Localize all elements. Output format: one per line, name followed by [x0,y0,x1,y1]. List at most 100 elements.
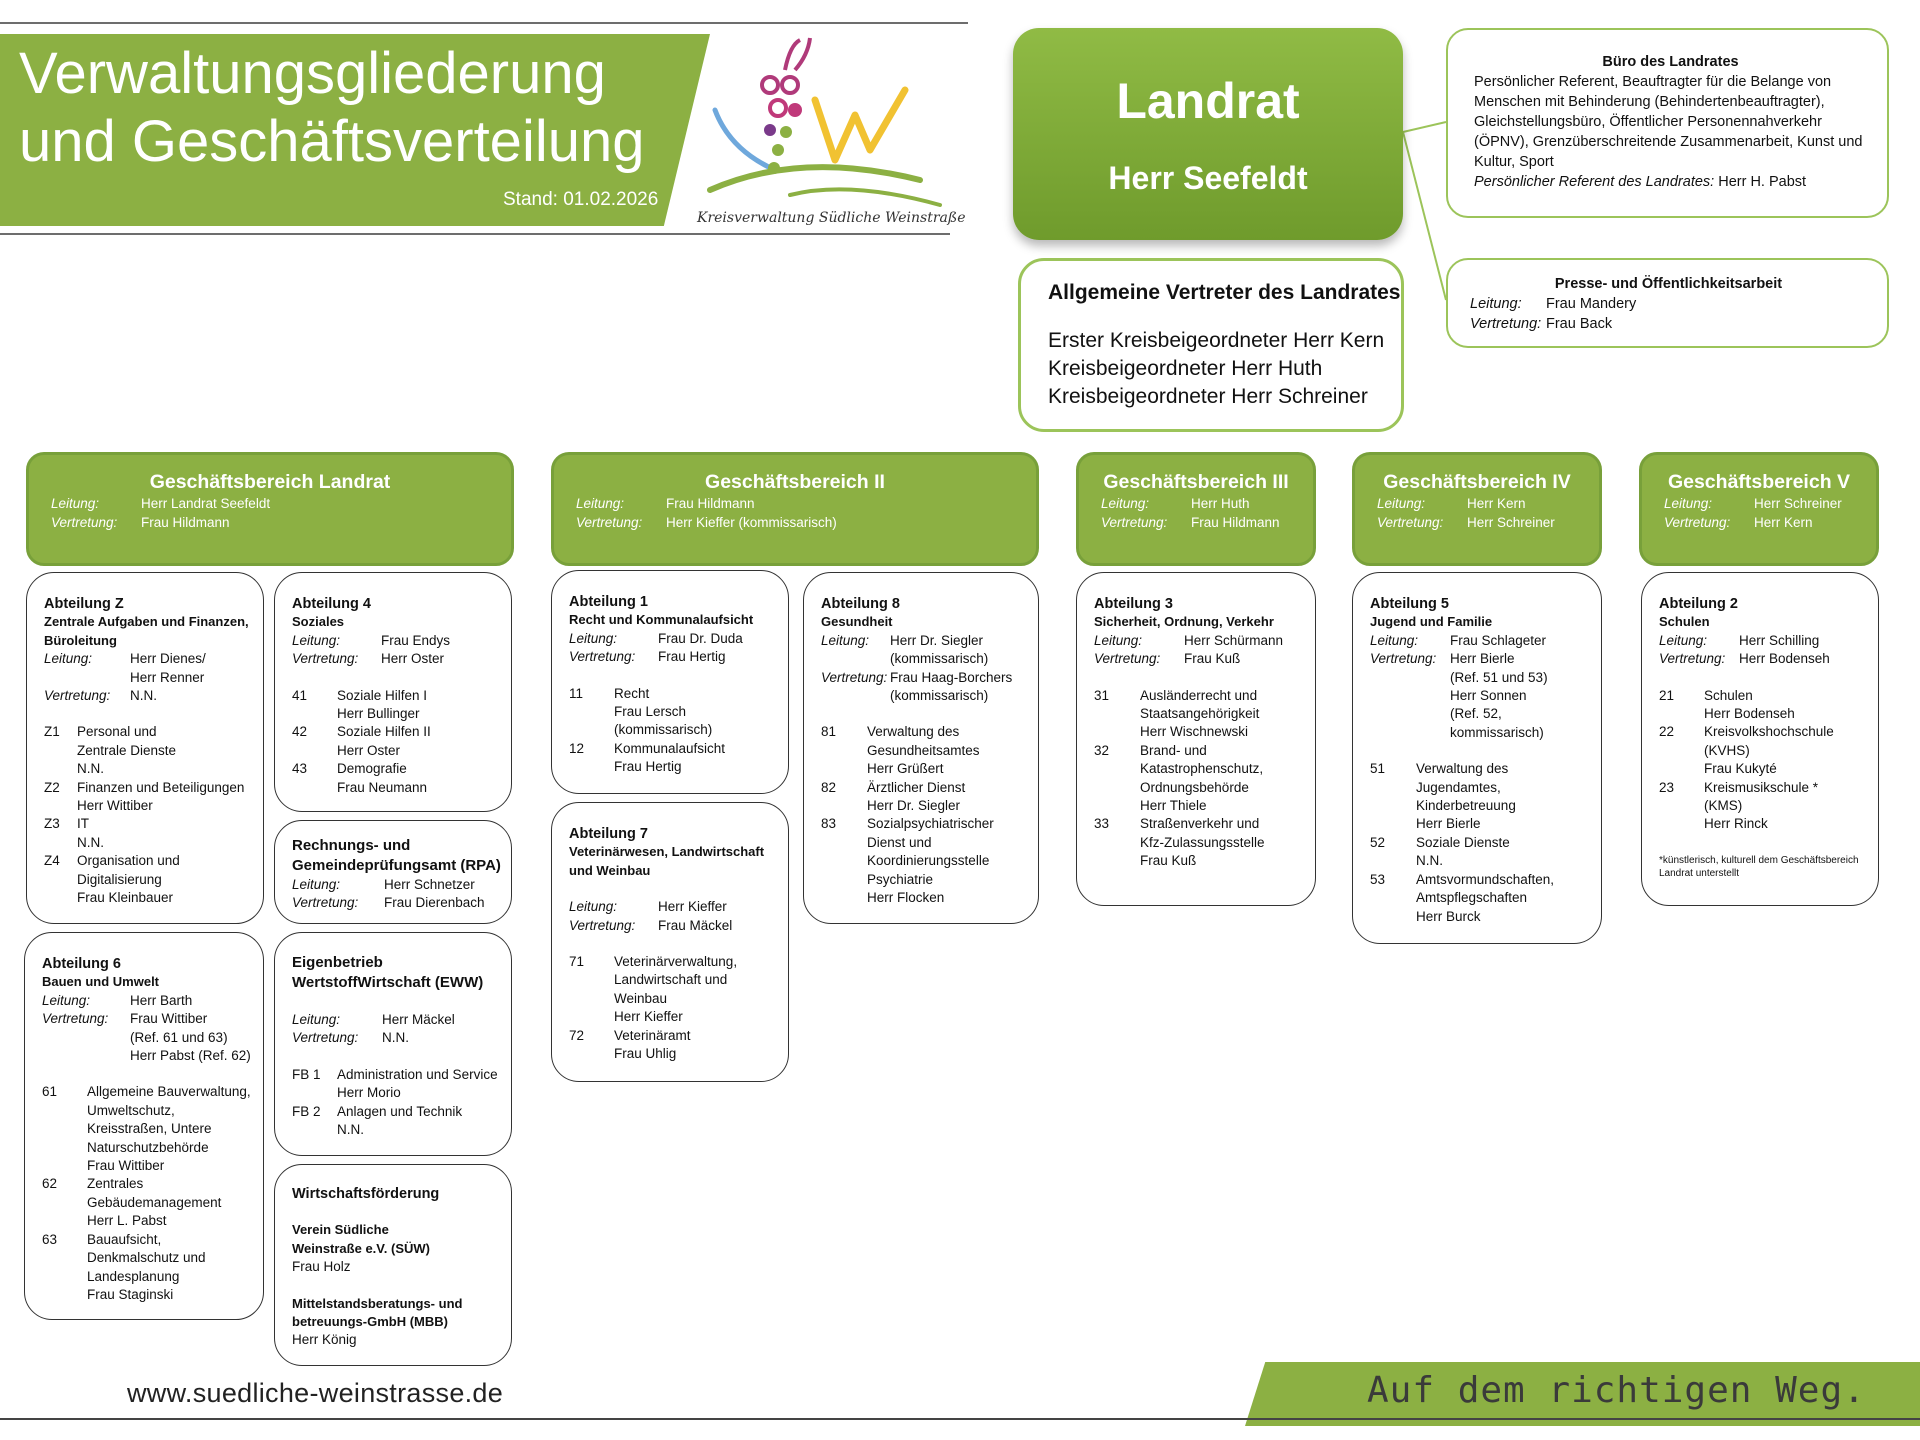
header-band [0,34,710,226]
gb-vertretung: Herr Kieffer (kommissarisch) [666,515,837,530]
text-line: Dienst und [867,834,932,850]
text-line: N.N. [77,761,104,777]
vertretung-value: Herr Bierle(Ref. 51 und 53)Herr Sonnen(R… [1450,650,1548,742]
text-line: Veterinäramt [614,1027,691,1043]
leitung-value: Herr Renner [130,669,205,685]
text-line: Herr L. Pabst [87,1213,167,1229]
text-line: Frau Wittiber [87,1158,165,1174]
text-line: Herr Oster [337,742,401,758]
leitung-label: Leitung: [821,632,870,648]
vertretung-value: N.N. [130,688,157,704]
gb-vertretung-label: Vertretung: [576,515,643,530]
org-contact: Herr König [292,1332,357,1348]
text-line: Herr Burck [1416,908,1481,924]
text-line: Umweltschutz, [87,1102,175,1118]
leitung-label: Leitung: [569,630,618,646]
referat-number: 11 [569,685,584,701]
gb-vertretung-label: Vertretung: [1664,515,1731,530]
abteilung-6-box: Abteilung 6 Bauen und Umwelt Leitung:Her… [24,932,264,1320]
text-line: Herr Bodenseh [1704,706,1795,722]
leitung-value: Herr Schürmann [1184,632,1284,648]
vertreter-line: Erster Kreisbeigeordneter Herr Kern [1048,329,1385,352]
referat-number: 81 [821,724,837,740]
dept-subtitle: Bauen und Umwelt [42,974,160,990]
gb-leitung-label: Leitung: [1377,496,1426,511]
logo-caption: Kreisverwaltung Südliche Weinstraße [697,210,966,226]
vertretung-label: Vertretung: [42,1011,109,1027]
dept-title: Gemeindeprüfungsamt (RPA) [292,857,501,874]
text-line: Herr Grüßert [867,761,944,777]
abteilung-1-box: Abteilung 1 Recht und Kommunalaufsicht L… [551,570,789,794]
referat-number: 61 [42,1084,58,1100]
vertretung-value: Herr Pabst (Ref. 62) [130,1048,251,1064]
referat-number: 21 [1659,687,1675,703]
dept-title: Eigenbetrieb [292,954,383,971]
text-line: Herr Bierle [1416,816,1481,832]
text-line: Anlagen und Technik [337,1103,463,1119]
dept-title: Abteilung 3 [1094,596,1173,612]
vertretung-value: Frau Dierenbach [384,895,485,911]
gb-title: Geschäftsbereich III [1103,471,1289,493]
text-line: (kommissarisch) [614,722,713,738]
gb-leitung: Herr Huth [1191,496,1250,511]
presse-heading: Presse- und Öffentlichkeitsarbeit [1554,276,1783,292]
referat-number: Z2 [44,779,60,795]
dept-title: Abteilung 1 [569,594,648,610]
text-line: Verwaltung des [867,724,960,740]
dept-title: Abteilung 7 [569,826,648,842]
presse-leitung-label: Leitung: [1470,296,1522,312]
vertretung-value: Frau Mäckel [658,917,733,933]
text-line: Amtsvormundschaften, [1416,871,1555,887]
dept-title: WertstoffWirtschaft (EWW) [292,974,484,991]
text-line: Administration und Service [337,1066,498,1082]
org-name: Mittelstandsberatungs- und [292,1295,463,1311]
text-line: Frau Staginski [87,1286,174,1302]
dept-title: Wirtschaftsförderung [292,1186,440,1202]
vertretung-label: Vertretung: [569,649,636,665]
footer-band [1245,1362,1920,1426]
text-line: Bauaufsicht, [87,1231,162,1247]
leitung-value: Herr Dienes/ [130,651,206,667]
gb-vertretung: Frau Hildmann [141,515,230,530]
gb-vertretung: Herr Kern [1754,515,1813,530]
referat-number: 82 [821,779,837,795]
leitung-value: Herr Schnetzer [384,877,475,892]
footer-url[interactable]: www.suedliche-weinstrasse.de [127,1378,504,1408]
leitung-label: Leitung: [42,992,91,1008]
text-line: Kfz-Zulassungsstelle [1140,834,1265,850]
vertretung-value: Frau Wittiber [130,1011,208,1027]
leitung-label: Leitung: [1094,632,1143,648]
buero-heading: Büro des Landrates [1602,54,1739,70]
text-line: Amtspflegschaften [1416,890,1528,906]
dept-subtitle: Veterinärwesen, Landwirtschaft [569,844,765,860]
referat-number: Z4 [44,853,60,869]
text-line: Herr Flocken [867,890,945,906]
leitung-value: Frau Endys [381,632,451,648]
gb-leitung-label: Leitung: [51,496,100,511]
gb-vertretung: Herr Schreiner [1467,515,1555,530]
dept-subtitle: Schulen [1659,614,1710,630]
org-name: Verein Südliche [292,1222,389,1238]
gb-vertretung-label: Vertretung: [1377,515,1444,530]
referat-number: 72 [569,1027,585,1043]
vertretung-value: (Ref. 61 und 63) [130,1029,228,1045]
gb-leitung: Herr Kern [1467,496,1526,511]
leitung-label: Leitung: [1659,632,1708,648]
leitung-value: Herr Mäckel [382,1012,455,1027]
abteilung-7-box: Abteilung 7 Veterinärwesen, Landwirtscha… [551,802,789,1082]
text-line: Jugendamtes, [1416,779,1501,795]
referat-number: 31 [1094,687,1110,703]
landrat-box: Landrat Herr Seefeldt [1013,28,1403,240]
text-line: Landwirtschaft und [614,972,728,988]
